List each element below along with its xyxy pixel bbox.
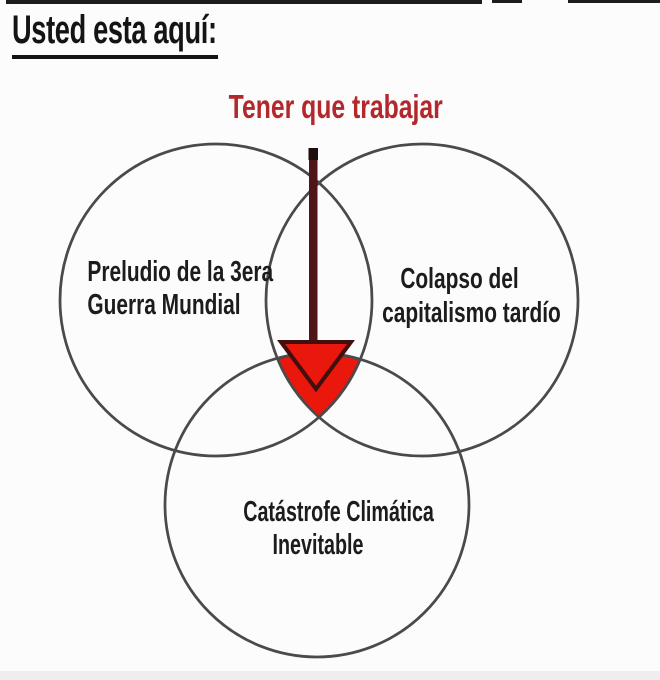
cropped-text-artifact (568, 0, 660, 3)
arrow-shaft (309, 149, 318, 359)
arrow-shaft-cap (308, 148, 318, 160)
page-title: Usted esta aquí: (12, 8, 219, 59)
bottom-circle-label-line1: Catástrofe Climática (243, 496, 434, 528)
circle-right (264, 142, 580, 458)
left-circle-label: Preludio de la 3era Guerra Mundial (87, 256, 274, 322)
bottom-strip (0, 671, 660, 680)
cropped-text-artifact (6, 0, 482, 4)
left-circle-label-line1: Preludio de la 3era (87, 256, 274, 288)
bottom-circle-label-line2: Inevitable (272, 529, 364, 561)
bottom-circle-label: Catástrofe Climática Inevitable (243, 496, 434, 562)
pointer-label-row: Tener que trabajar (6, 88, 660, 126)
right-circle-label-line2: capitalismo tardío (382, 297, 561, 329)
circle-left (58, 142, 374, 458)
right-circle-label: Colapso del capitalismo tardío (382, 262, 561, 330)
down-arrowhead-icon (277, 340, 355, 393)
right-circle-label-line1: Colapso del (400, 263, 519, 295)
cropped-text-artifact (492, 0, 522, 3)
left-circle-label-line2: Guerra Mundial (87, 289, 241, 321)
pointer-label: Tener que trabajar (228, 88, 444, 125)
